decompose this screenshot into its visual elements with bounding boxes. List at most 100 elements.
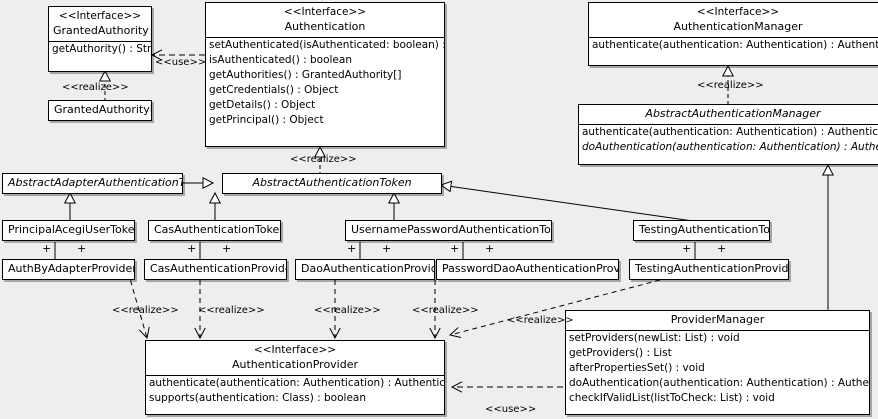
class-name: CasAuthenticationProvider	[150, 262, 287, 275]
class-name: GrantedAuthorityImpl	[54, 103, 151, 116]
class-password-dao-authentication-provider[interactable]: PasswordDaoAuthenticationProvider	[436, 259, 619, 280]
relationship-label-realize-abstract-auth-manager: <<realize>>	[697, 80, 764, 91]
divider	[566, 330, 869, 331]
member-list: authenticate(authentication: Authenticat…	[589, 38, 878, 53]
class-header: UsernamePasswordAuthenticationToken	[346, 221, 551, 240]
class-name: AbstractAuthenticationManager	[645, 107, 821, 120]
class-name: TestingAuthenticationProvider	[635, 262, 789, 275]
member-item: getCredentials() : Object	[209, 84, 339, 96]
stereotype-label: <<Interface>>	[283, 6, 367, 18]
class-name: AuthenticationProvider	[231, 358, 359, 371]
association-marker-plus: +	[347, 242, 357, 255]
relationship-label-realize-granted-authority-impl: <<realize>>	[62, 82, 129, 93]
class-name: PasswordDaoAuthenticationProvider	[442, 262, 618, 275]
class-provider-manager[interactable]: ProviderManager setProviders(newList: Li…	[565, 310, 870, 415]
class-header: ProviderManager	[566, 311, 869, 330]
member-list: getAuthority() : String	[49, 42, 151, 57]
class-authentication[interactable]: <<Interface>> Authentication setAuthenti…	[205, 2, 445, 147]
member-item: doAuthentication(authentication: Authent…	[582, 141, 878, 153]
class-header: TestingAuthenticationToken	[634, 221, 769, 240]
class-username-password-authentication-token[interactable]: UsernamePasswordAuthenticationToken	[345, 220, 552, 241]
association-marker-plus: +	[682, 242, 692, 255]
relationship-label-use-provider-manager: <<use>>	[485, 404, 537, 415]
class-testing-authentication-provider[interactable]: TestingAuthenticationProvider	[629, 259, 789, 280]
class-header: <<Interface>> Authentication	[206, 3, 444, 37]
member-item: getAuthorities() : GrantedAuthority[]	[209, 69, 402, 81]
class-header: AbstractAuthenticationManager	[579, 105, 878, 124]
class-header: AbstractAdapterAuthenticationToken	[3, 174, 182, 193]
class-abstract-authentication-token[interactable]: AbstractAuthenticationToken	[222, 173, 442, 194]
class-cas-authentication-provider[interactable]: CasAuthenticationProvider	[144, 259, 287, 280]
class-testing-authentication-token[interactable]: TestingAuthenticationToken	[633, 220, 770, 241]
relationship-label-realize-testing-provider: <<realize>>	[507, 315, 574, 326]
member-item: checkIfValidList(listToCheck: List) : vo…	[569, 392, 775, 404]
relationship-label-use-granted-authority: <<use>>	[155, 57, 207, 68]
class-name: AuthenticationManager	[673, 20, 803, 33]
member-item: getAuthority() : String	[52, 43, 152, 55]
association-marker-plus: +	[717, 242, 727, 255]
stereotype-label: <<Interface>>	[58, 10, 142, 22]
class-header: CasAuthenticationProvider	[145, 260, 286, 279]
class-header: TestingAuthenticationProvider	[630, 260, 788, 279]
member-item: authenticate(authentication: Authenticat…	[592, 39, 878, 51]
class-granted-authority[interactable]: <<Interface>> GrantedAuthority getAuthor…	[48, 6, 152, 72]
class-header: PasswordDaoAuthenticationProvider	[437, 260, 618, 279]
class-header: GrantedAuthorityImpl	[49, 101, 151, 120]
class-granted-authority-impl[interactable]: GrantedAuthorityImpl	[48, 100, 152, 121]
class-name: AbstractAuthenticationToken	[252, 176, 412, 189]
class-cas-authentication-token[interactable]: CasAuthenticationToken	[148, 220, 281, 241]
class-name: PrincipalAcegiUserToken	[8, 223, 135, 236]
class-abstract-adapter-authentication-token[interactable]: AbstractAdapterAuthenticationToken	[2, 173, 183, 194]
class-abstract-authentication-manager[interactable]: AbstractAuthenticationManager authentica…	[578, 104, 878, 165]
member-item: getDetails() : Object	[209, 99, 316, 111]
relationship-label-realize-dao-provider: <<realize>>	[314, 305, 381, 316]
divider	[49, 41, 151, 42]
member-list: authenticate(authentication: Authenticat…	[146, 376, 444, 406]
member-item: afterPropertiesSet() : void	[569, 362, 705, 374]
class-name: GrantedAuthority	[53, 24, 149, 37]
stereotype-label: <<Interface>>	[253, 344, 337, 356]
relationship-label-realize-abstract-auth-token: <<realize>>	[290, 154, 357, 165]
class-header: AuthByAdapterProvider	[3, 260, 134, 279]
class-name: CasAuthenticationToken	[154, 223, 281, 236]
member-item: isAuthenticated() : boolean	[209, 54, 352, 66]
class-header: DaoAuthenticationProvider	[296, 260, 434, 279]
association-marker-plus: +	[77, 242, 87, 255]
member-item: doAuthentication(authentication: Authent…	[569, 377, 869, 389]
divider	[146, 375, 444, 376]
class-name: TestingAuthenticationToken	[639, 223, 770, 236]
divider	[589, 37, 878, 38]
class-header: PrincipalAcegiUserToken	[3, 221, 134, 240]
relationship-label-realize-password-dao-provider: <<realize>>	[412, 305, 479, 316]
member-item: setAuthenticated(isAuthenticated: boolea…	[209, 39, 444, 51]
association-marker-plus: +	[187, 242, 197, 255]
member-item: supports(authentication: Class) : boolea…	[149, 392, 366, 404]
association-marker-plus: +	[222, 242, 232, 255]
class-auth-by-adapter-provider[interactable]: AuthByAdapterProvider	[2, 259, 135, 280]
class-name: AuthByAdapterProvider	[8, 262, 135, 275]
member-list: authenticate(authentication: Authenticat…	[579, 125, 878, 155]
class-header: CasAuthenticationToken	[149, 221, 280, 240]
class-name: Authentication	[284, 20, 366, 33]
member-list: setProviders(newList: List) : void getPr…	[566, 331, 869, 406]
member-item: authenticate(authentication: Authenticat…	[149, 377, 445, 389]
class-authentication-manager[interactable]: <<Interface>> AuthenticationManager auth…	[588, 2, 878, 66]
association-marker-plus: +	[450, 242, 460, 255]
member-item: getPrincipal() : Object	[209, 114, 324, 126]
class-header: <<Interface>> AuthenticationProvider	[146, 341, 444, 375]
divider	[206, 37, 444, 38]
association-marker-plus: +	[485, 242, 495, 255]
relationship-label-realize-cas-provider: <<realize>>	[198, 305, 265, 316]
class-header: <<Interface>> AuthenticationManager	[589, 3, 878, 37]
class-dao-authentication-provider[interactable]: DaoAuthenticationProvider	[295, 259, 435, 280]
class-authentication-provider[interactable]: <<Interface>> AuthenticationProvider aut…	[145, 340, 445, 415]
relationship-label-realize-auth-by-adapter: <<realize>>	[112, 305, 179, 316]
stereotype-label: <<Interface>>	[696, 6, 780, 18]
class-header: <<Interface>> GrantedAuthority	[49, 7, 151, 41]
member-item: setProviders(newList: List) : void	[569, 332, 740, 344]
class-name: AbstractAdapterAuthenticationToken	[8, 176, 182, 189]
class-name: ProviderManager	[670, 313, 765, 326]
member-item: authenticate(authentication: Authenticat…	[582, 126, 878, 138]
class-principal-acegi-user-token[interactable]: PrincipalAcegiUserToken	[2, 220, 135, 241]
association-marker-plus: +	[42, 242, 52, 255]
